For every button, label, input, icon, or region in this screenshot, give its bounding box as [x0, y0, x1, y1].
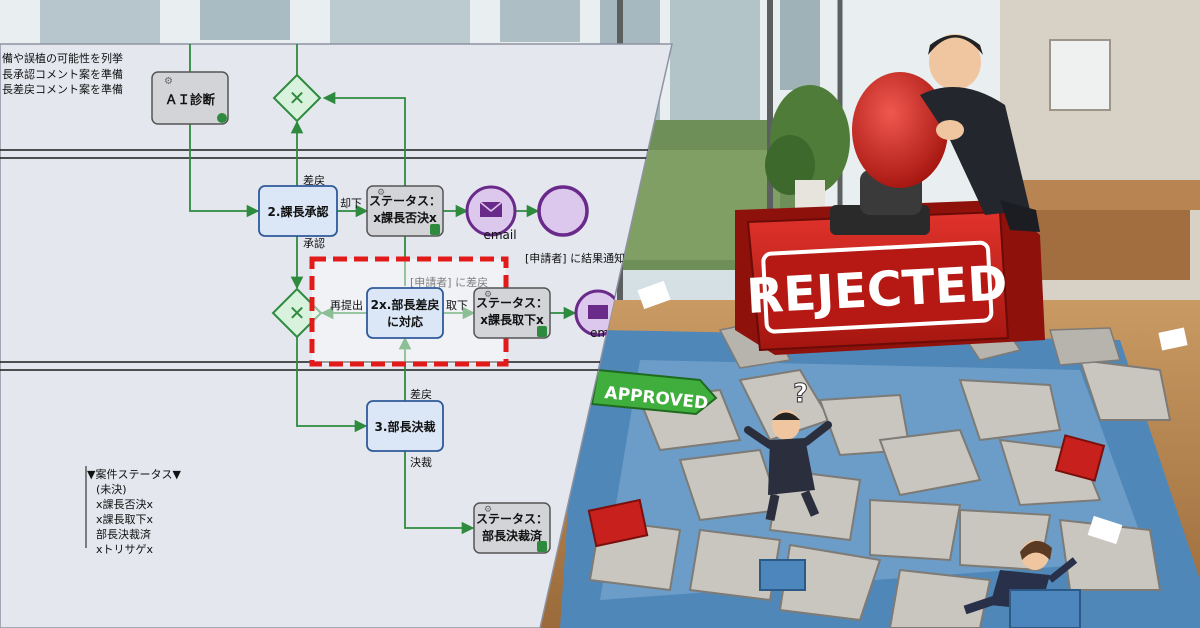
boss-figure: [920, 34, 1040, 232]
email-label: email: [483, 228, 516, 242]
note-line-2: 長承認コメント案を準備: [2, 67, 123, 81]
email-event[interactable]: email: [465, 185, 517, 242]
task-label-2: x課長取下x: [480, 312, 544, 327]
status-legend: ▼案件ステータス▼ (未決) x課長否決x x課長取下x 部長決裁済 xトリサゲ…: [85, 466, 181, 556]
note-line-3: 長差戻コメント案を準備: [2, 82, 123, 96]
lane-separators: [0, 149, 672, 371]
task-section-approval[interactable]: 2.課長承認: [258, 185, 338, 237]
blue-block: [759, 559, 806, 591]
paper: [1087, 515, 1123, 545]
paper: [637, 280, 671, 310]
exclusive-x-icon: ✕: [289, 301, 306, 325]
script-icon: [537, 541, 547, 552]
envelope-icon: [588, 305, 608, 319]
legend-title: ▼案件ステータス▼: [87, 467, 181, 481]
flow-label-return: 差戻: [303, 173, 325, 187]
blue-block: [1009, 589, 1081, 628]
legend-item: x課長取下x: [96, 512, 154, 526]
flow-label-decide: 決裁: [410, 456, 432, 469]
rejected-text: REJECTED: [745, 255, 1009, 325]
task-label: ＡＩ診断: [165, 92, 216, 107]
note-line-1: 備や誤植の可能性を列挙: [2, 51, 123, 65]
task-ai-diagnosis[interactable]: ⚙ ＡＩ診断: [151, 71, 229, 125]
task-status-decided[interactable]: ⚙ ステータス： 部長決裁済: [473, 502, 551, 554]
task-label-1: ステータス：: [476, 296, 548, 310]
legend-item: 部長決裁済: [96, 527, 151, 541]
flow-label-approve: 承認: [303, 236, 325, 250]
flow-label-return-2: 差戻: [410, 387, 432, 401]
task-label-1: ステータス：: [476, 512, 548, 526]
sequence-flows: [189, 44, 577, 535]
note-notify-return: [申請者] に差戻: [410, 275, 488, 289]
gear-icon: ⚙: [164, 76, 173, 87]
task-label-1: ステータス：: [369, 194, 441, 208]
gear-icon: ⚙: [484, 505, 492, 515]
bpmn-diagram: 備や誤植の可能性を列挙 長承認コメント案を準備 長差戻コメント案を準備: [0, 43, 673, 628]
legend-item: xトリサゲx: [96, 543, 154, 556]
exclusive-x-icon: ✕: [289, 86, 306, 110]
legend-item: x課長否決x: [96, 497, 154, 511]
question-mark: ?: [793, 379, 808, 409]
flow-label-withdraw: 取下: [446, 299, 468, 312]
gear-icon: ⚙: [377, 188, 385, 198]
flow-label-reject: 却下: [340, 197, 362, 210]
rejected-stamp: REJECTED: [735, 72, 1045, 355]
script-icon: [430, 224, 440, 235]
script-icon: [537, 326, 547, 337]
task-label: 3.部長決裁: [375, 419, 436, 434]
gateway-middle[interactable]: ✕: [271, 287, 323, 339]
task-label-2: x課長否決x: [373, 210, 437, 225]
task-status-rejected[interactable]: ⚙ ステータス： x課長否決x: [366, 185, 444, 237]
task-label-1: 2x.部長差戻: [371, 297, 440, 312]
paper: [1158, 327, 1188, 351]
task-respond-return[interactable]: 2x.部長差戻 に対応: [366, 287, 444, 339]
flow-label-resubmit: 再提出: [330, 298, 363, 312]
email-label-2: em: [590, 326, 609, 340]
task-label-2: 部長決裁済: [482, 528, 543, 543]
task-director-decision[interactable]: 3.部長決裁: [366, 400, 444, 452]
gear-icon: ⚙: [484, 290, 492, 300]
red-binder: [1054, 434, 1106, 482]
falling-man: [744, 410, 832, 521]
gateway-top[interactable]: ✕: [272, 73, 322, 123]
task-label-2: に対応: [387, 314, 423, 329]
note-notify-result: [申請者] に結果通知: [525, 251, 625, 265]
red-binder: [587, 498, 649, 548]
plant: [765, 85, 850, 220]
service-icon: [217, 113, 227, 123]
task-label: 2.課長承認: [268, 204, 329, 219]
end-event[interactable]: [537, 185, 589, 237]
legend-item: (未決): [96, 483, 127, 496]
task-status-withdrawn[interactable]: ⚙ ステータス： x課長取下x: [473, 287, 551, 339]
